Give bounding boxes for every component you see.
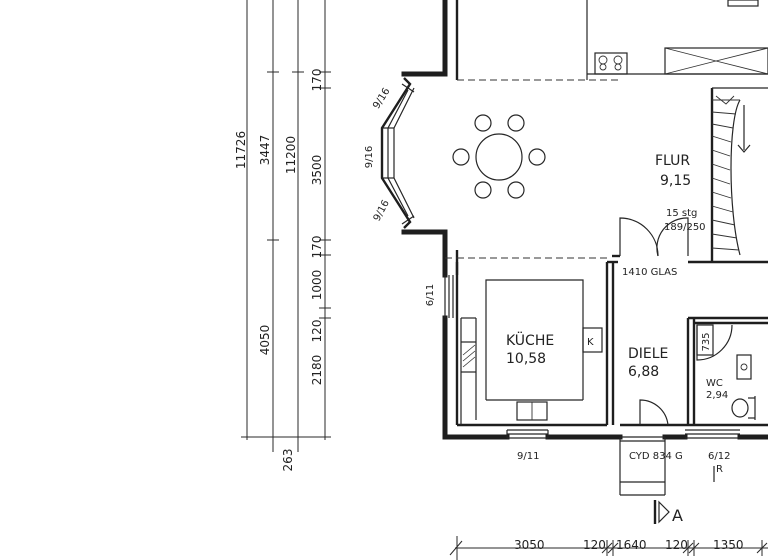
kitchen-fittings [460, 279, 603, 425]
room-wc-name: WC [706, 378, 723, 389]
label-window-kitchen: 9/11 [517, 451, 539, 462]
room-diele-name: DIELE [628, 346, 668, 362]
room-kueche-name: KÜCHE [506, 331, 554, 349]
entrance-door [619, 399, 669, 496]
label-window-wc: 6/12 [708, 451, 730, 462]
dining-table [452, 114, 546, 199]
exterior-walls [401, 0, 768, 440]
window-left [444, 275, 454, 318]
window-wc [685, 429, 740, 439]
dim-bottom-1350: 1350 [713, 538, 744, 552]
dim-mid-total: 11200 [284, 136, 298, 174]
wc-fittings [696, 324, 756, 420]
label-bay-window-mid: 9/16 [364, 146, 375, 168]
dim-bottom-offset: 263 [281, 449, 295, 472]
label-window-left: 6/11 [425, 284, 436, 306]
label-door-entrance: CYD 834 G [629, 451, 683, 462]
dim-total: 11726 [234, 131, 248, 169]
label-stair-ratio: 189/250 [664, 222, 706, 233]
label-bay-window-top: 9/16 [371, 86, 392, 111]
dining-area-outline [445, 79, 620, 259]
dim-lower: 4050 [258, 325, 272, 356]
dim-upper: 3447 [258, 135, 272, 166]
label-wc-door: 735 [701, 332, 712, 351]
bay-window [380, 77, 415, 229]
room-flur-area: 9,15 [660, 173, 691, 189]
dim-bottom-120-a: 120 [583, 538, 606, 552]
label-section-marker: A [672, 506, 683, 525]
label-bay-window-bottom: 9/16 [372, 198, 392, 223]
staircase [710, 87, 768, 263]
label-door-glass: 1410 GLAS [622, 267, 677, 278]
dim-170-mid: 170 [310, 236, 324, 259]
dim-bottom-3050: 3050 [514, 538, 545, 552]
dim-bottom-120-b: 120 [665, 538, 688, 552]
dim-1000: 1000 [310, 270, 324, 301]
dim-bottom-1640: 1640 [616, 538, 647, 552]
section-marker [653, 500, 670, 524]
window-kitchen [506, 429, 549, 439]
label-stair-count: 15 stg [666, 208, 697, 219]
top-counter [586, 0, 768, 80]
glass-door [619, 217, 689, 257]
dim-3500: 3500 [310, 155, 324, 186]
dim-170-top: 170 [310, 69, 324, 92]
room-kueche-area: 10,58 [506, 351, 546, 367]
dim-120: 120 [310, 320, 324, 343]
label-kitchen-k: K [587, 337, 594, 348]
dimension-chains-left: 11726 3447 11200 4050 263 170 3500 170 1… [234, 0, 331, 471]
interior-walls [455, 254, 768, 425]
room-flur-name: FLUR [655, 153, 690, 169]
label-window-wc-r: R [716, 464, 723, 475]
room-wc-area: 2,94 [706, 390, 728, 401]
room-diele-area: 6,88 [628, 364, 659, 380]
dim-2180: 2180 [310, 355, 324, 386]
dimension-chain-bottom [449, 536, 768, 560]
